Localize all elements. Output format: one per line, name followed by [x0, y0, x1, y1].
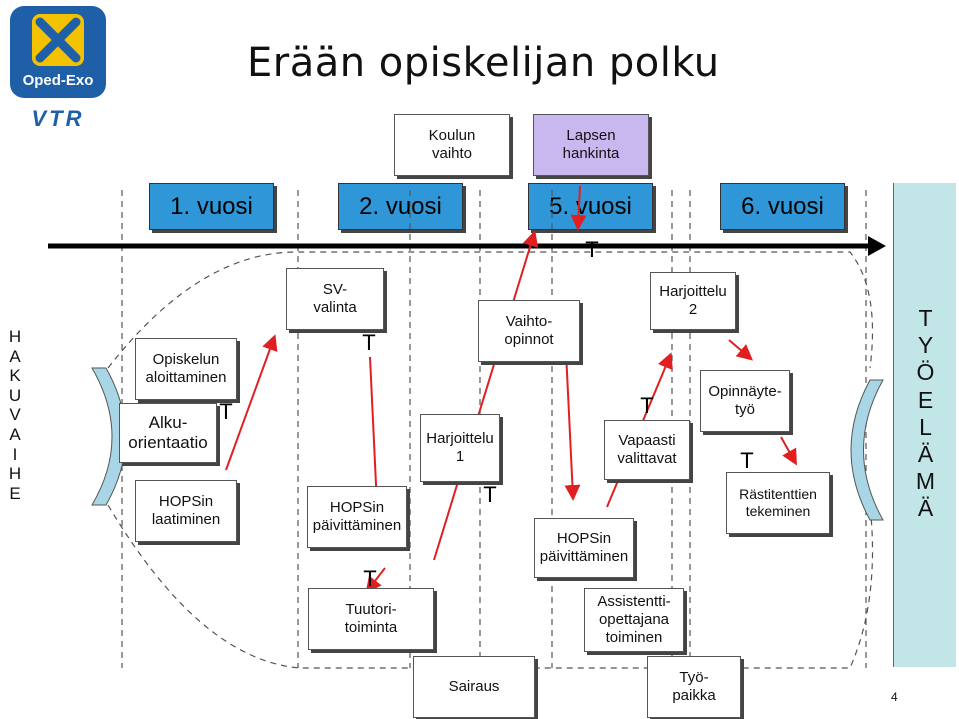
hakuvaihe-label: H A K U V A I H E	[8, 327, 22, 503]
sairaus-box: Sairaus	[413, 656, 535, 718]
tyoelama-band: T Y Ö E L Ä M Ä	[893, 183, 956, 667]
page-number: 4	[891, 690, 898, 704]
year-5: 5. vuosi	[528, 183, 653, 230]
logo-x-icon: Oped-Exo	[10, 6, 106, 98]
page-title: Erään opiskelijan polku	[247, 40, 720, 86]
sv-valinta-box: SV- valinta	[286, 268, 384, 330]
logo: Oped-Exo VTR	[10, 6, 106, 132]
harjoittelu-1-box: Harjoittelu 1	[420, 414, 500, 482]
koulun-vaihto-box: Koulun vaihto	[394, 114, 510, 176]
logo-text: Oped-Exo	[22, 72, 94, 89]
t-mark-timeline: T	[585, 237, 599, 262]
hopsin-paivittaminen-1-box: HOPSin päivittäminen	[307, 486, 407, 548]
year-6: 6. vuosi	[720, 183, 845, 230]
t-mark-alkuorientaatio: T	[219, 399, 233, 424]
lapsen-hankinta-box: Lapsen hankinta	[533, 114, 649, 176]
opinnaytetyo-box: Opinnäyte- työ	[700, 370, 790, 432]
rastitenttien-tekeminen-box: Rästitenttien tekeminen	[726, 472, 830, 534]
opiskelun-aloittaminen-box: Opiskelun aloittaminen	[135, 338, 237, 400]
hopsin-laatiminen-box: HOPSin laatiminen	[135, 480, 237, 542]
tuutoritoiminta-box: Tuutori- toiminta	[308, 588, 434, 650]
tyoelama-label: T Y Ö E L Ä M Ä	[915, 305, 936, 522]
t-mark-opinnaytetyo: T	[740, 448, 754, 473]
tunnel-lines	[107, 251, 874, 669]
assistentti-opettajana-box: Assistentti- opettajana toiminen	[584, 588, 684, 652]
vaihto-opinnot-box: Vaihto- opinnot	[478, 300, 580, 362]
t-mark-sv-valinta: T	[362, 330, 376, 355]
hopsin-paivittaminen-2-box: HOPSin päivittäminen	[534, 518, 634, 578]
t-mark-vapaasti: T	[640, 393, 654, 418]
t-mark-harjoittelu-1: T	[483, 482, 497, 507]
harjoittelu-2-box: Harjoittelu 2	[650, 272, 736, 330]
t-mark-tuutori: T	[363, 566, 377, 591]
year-1: 1. vuosi	[149, 183, 274, 230]
alkuorientaatio-box: Alku- orientaatio	[119, 403, 217, 463]
logo-subtext: VTR	[31, 106, 85, 131]
year-2: 2. vuosi	[338, 183, 463, 230]
vapaasti-valittavat-box: Vapaasti valittavat	[604, 420, 690, 480]
tyopaikka-box: Työ- paikka	[647, 656, 741, 718]
right-arc	[850, 379, 884, 521]
